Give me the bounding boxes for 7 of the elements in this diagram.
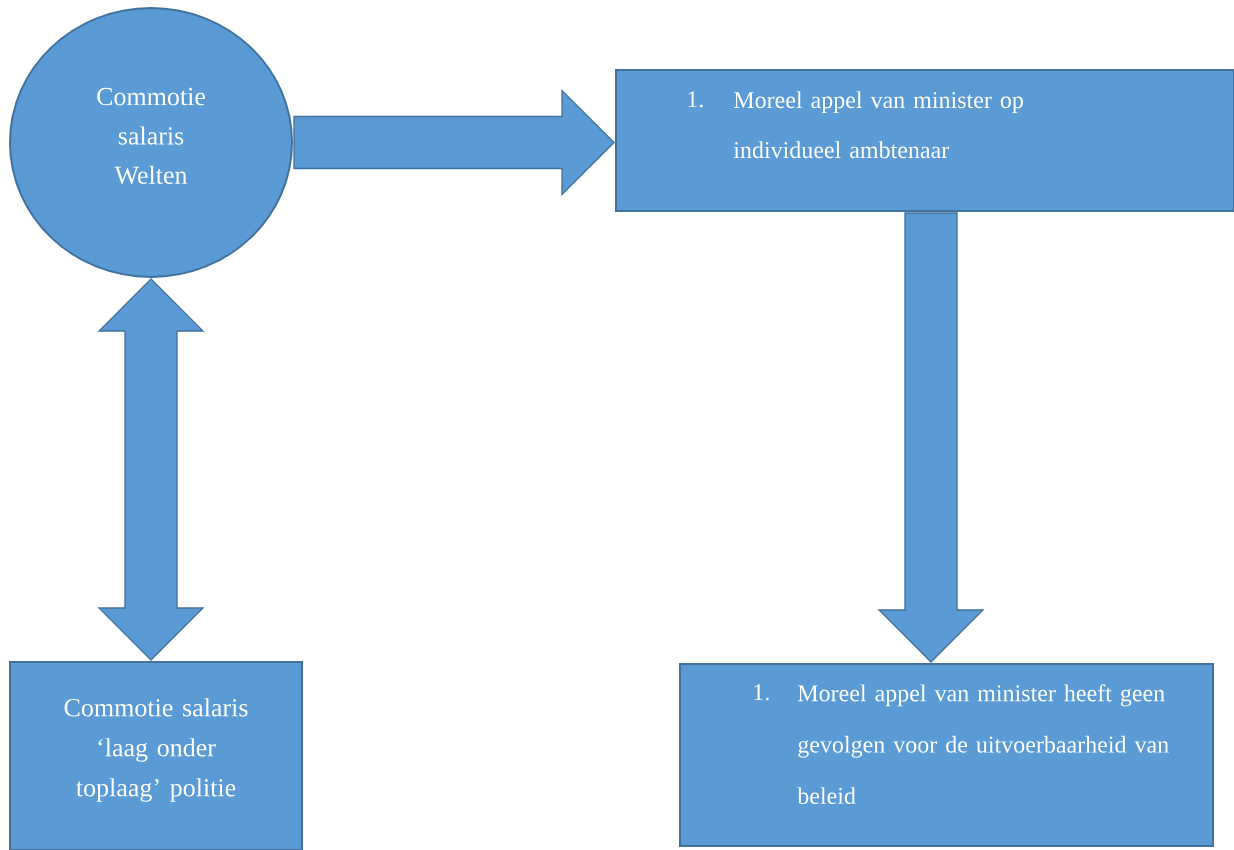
process-box: 1. Moreel appel van minister op individueel ambtenaar (615, 69, 1234, 212)
block-arrow (293, 88, 615, 197)
block-arrow (877, 212, 985, 663)
block-arrow (97, 278, 205, 661)
process-box: 1. Moreel appel van minister heeft geen gevolgen voor de uitvoerbaarheid van beleid (679, 663, 1214, 847)
circle-node: Commotie salaris Welten (9, 7, 293, 278)
process-box: Commotie salaris ‘laag onder toplaag’ politie (9, 661, 303, 850)
